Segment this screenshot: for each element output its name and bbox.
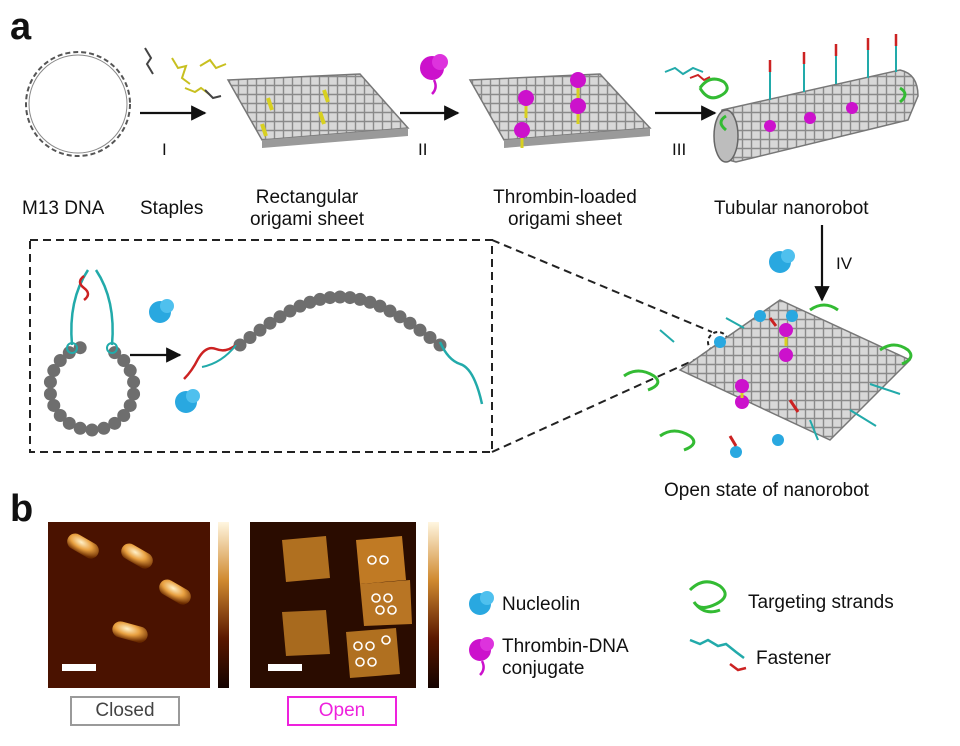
dna-bead <box>383 304 397 318</box>
dna-bead <box>43 387 57 401</box>
legend-thrombin-line2: conjugate <box>502 658 585 679</box>
nucleolin-icon-free <box>769 249 795 273</box>
legend-fastener: Fastener <box>756 648 831 669</box>
step-label-3: III <box>672 140 687 159</box>
label-throm-line2: origami sheet <box>507 209 623 230</box>
dna-bead <box>233 338 247 352</box>
rectangular-origami-sheet <box>226 73 410 148</box>
dna-bead <box>253 323 267 337</box>
dna-bead <box>117 353 131 367</box>
label-m13-dna: M13 DNA <box>22 198 105 219</box>
inset-connector-top <box>491 239 713 333</box>
legend-targeting: Targeting strands <box>748 592 894 613</box>
legend-nucleolin: Nucleolin <box>502 594 581 615</box>
staples-strands <box>144 47 227 100</box>
dna-bead <box>373 299 387 313</box>
dna-bead <box>293 299 307 313</box>
label-staples: Staples <box>140 198 204 219</box>
panel-letter-b: b <box>10 488 34 530</box>
step-label-4: IV <box>836 254 853 273</box>
label-rect-line1: Rectangular <box>255 187 359 208</box>
dna-bead <box>323 291 337 305</box>
inset-box <box>29 239 493 453</box>
label-thrombin-sheet: Thrombin-loaded origami sheet <box>490 187 640 231</box>
inset-connector-bottom <box>491 351 713 453</box>
panel-letter-a: a <box>10 6 32 48</box>
dna-bead <box>47 398 61 412</box>
dna-bead <box>53 409 67 423</box>
dna-bead <box>273 310 287 324</box>
afm-closed-image <box>48 522 210 688</box>
thrombin-loaded-origami-sheet <box>468 72 652 148</box>
dna-bead <box>73 421 87 435</box>
dna-bead <box>43 375 57 389</box>
dna-bead <box>117 409 131 423</box>
dna-bead <box>263 316 277 330</box>
dna-bead <box>123 398 137 412</box>
afm-closed-colorbar <box>218 522 229 688</box>
dna-bead <box>403 316 417 330</box>
dna-bead <box>85 423 99 437</box>
dna-bead <box>108 416 122 430</box>
afm-open-image <box>250 522 416 688</box>
dna-bead <box>333 290 347 304</box>
dna-bead <box>127 387 141 401</box>
fastener-targeting-free <box>664 66 729 100</box>
afm-open-colorbar <box>428 522 439 688</box>
tubular-nanorobot <box>713 34 919 163</box>
dna-bead <box>423 330 437 344</box>
label-throm-line1: Thrombin-loaded <box>493 187 637 208</box>
label-rectangular-sheet: Rectangular origami sheet <box>244 187 370 231</box>
label-tubular-nanorobot: Tubular nanorobot <box>714 198 869 219</box>
open-state-nanorobot <box>623 299 913 458</box>
dna-bead <box>53 353 67 367</box>
afm-open-label: Open <box>287 696 397 726</box>
dna-bead <box>313 292 327 306</box>
m13-dna-circle <box>25 51 131 157</box>
fastener-icon <box>689 638 747 672</box>
dna-bead <box>363 295 377 309</box>
label-open-state: Open state of nanorobot <box>664 480 869 501</box>
dna-bead <box>393 310 407 324</box>
dna-bead <box>97 421 111 435</box>
dna-bead <box>413 323 427 337</box>
dna-bead <box>123 364 137 378</box>
dna-bead <box>127 375 141 389</box>
step-label-1: I <box>162 140 167 159</box>
dna-bead <box>283 304 297 318</box>
dna-bead <box>353 292 367 306</box>
label-rect-line2: origami sheet <box>249 209 365 230</box>
dna-bead <box>303 295 317 309</box>
dna-bead <box>343 291 357 305</box>
step-label-2: II <box>418 140 428 159</box>
thrombin-icon <box>469 637 494 676</box>
afm-closed-label: Closed <box>70 696 180 726</box>
nucleolin-icon <box>469 591 494 615</box>
legend-thrombin-line1: Thrombin-DNA <box>502 636 629 657</box>
dna-bead <box>62 416 76 430</box>
dna-bead <box>47 364 61 378</box>
legend-thrombin: Thrombin-DNA conjugate <box>502 636 629 680</box>
inset-open-fastener <box>175 290 484 413</box>
nucleolin-icon-inset <box>149 299 174 323</box>
thrombin-icon-free <box>420 54 448 95</box>
inset-closed-fastener <box>43 269 141 437</box>
dna-bead <box>243 330 257 344</box>
targeting-strand-icon <box>688 580 727 614</box>
